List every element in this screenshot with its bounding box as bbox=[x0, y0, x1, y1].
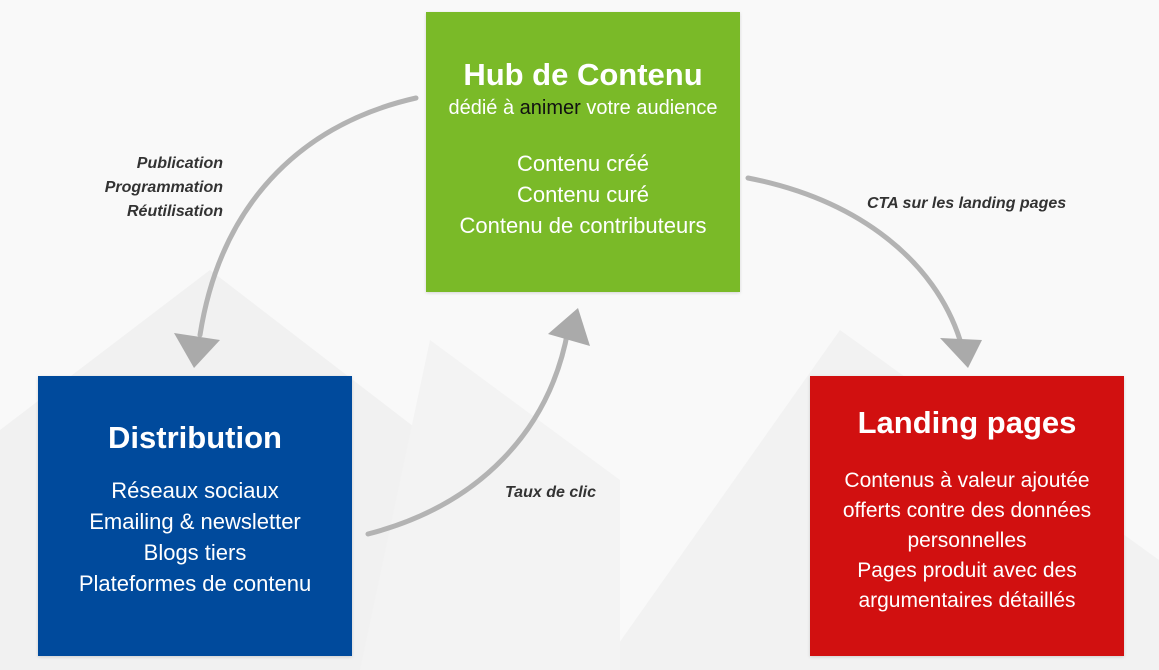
landing-title: Landing pages bbox=[857, 405, 1077, 440]
landing-item: offerts contre des données bbox=[842, 499, 1092, 522]
label-publication: Publication bbox=[136, 155, 223, 172]
distribution-item: Blogs tiers bbox=[143, 540, 247, 565]
hub-item: Contenu de contributeurs bbox=[459, 213, 707, 238]
landing-item: Contenus à valeur ajoutée bbox=[844, 469, 1090, 492]
hub-title: Hub de Contenu bbox=[463, 57, 703, 92]
distribution-item: Plateformes de contenu bbox=[78, 571, 312, 596]
hub-de-contenu-box: Hub de Contenu dédié à animer votre audi… bbox=[426, 12, 740, 292]
label-reutilisation: Réutilisation bbox=[126, 203, 223, 220]
distribution-item: Réseaux sociaux bbox=[111, 478, 279, 503]
label-programmation: Programmation bbox=[104, 179, 223, 196]
hub-subtitle: dédié à animer votre audience bbox=[426, 94, 740, 122]
distribution-item: Emailing & newsletter bbox=[89, 509, 301, 534]
landing-item: argumentaires détaillés bbox=[858, 589, 1076, 612]
hub-subtitle-pre: dédié à bbox=[448, 97, 520, 119]
distribution-box: Distribution Réseaux sociaux Emailing & … bbox=[38, 376, 352, 656]
hub-item: Contenu créé bbox=[516, 151, 650, 176]
arrow-hub-to-landing bbox=[745, 175, 963, 343]
hub-subtitle-post: votre audience bbox=[580, 97, 718, 119]
hub-item: Contenu curé bbox=[516, 182, 650, 207]
arrow-hub-to-distribution bbox=[197, 95, 419, 338]
distribution-title: Distribution bbox=[108, 420, 282, 455]
label-distribution-to-hub: Taux de clic bbox=[505, 484, 596, 501]
arrowhead-hub bbox=[548, 308, 590, 346]
arrow-distribution-to-hub bbox=[365, 327, 571, 537]
landing-pages-box: Landing pages Contenus à valeur ajoutée … bbox=[810, 376, 1124, 656]
label-hub-to-distribution: Publication Programmation Réutilisation bbox=[105, 152, 223, 224]
label-hub-to-landing: CTA sur les landing pages bbox=[867, 195, 1067, 212]
hub-subtitle-highlight: animer bbox=[519, 97, 581, 119]
landing-item: personnelles bbox=[907, 529, 1027, 552]
arrowhead-distribution bbox=[174, 333, 220, 368]
landing-item: Pages produit avec des bbox=[857, 559, 1077, 582]
arrowhead-landing bbox=[940, 338, 982, 368]
